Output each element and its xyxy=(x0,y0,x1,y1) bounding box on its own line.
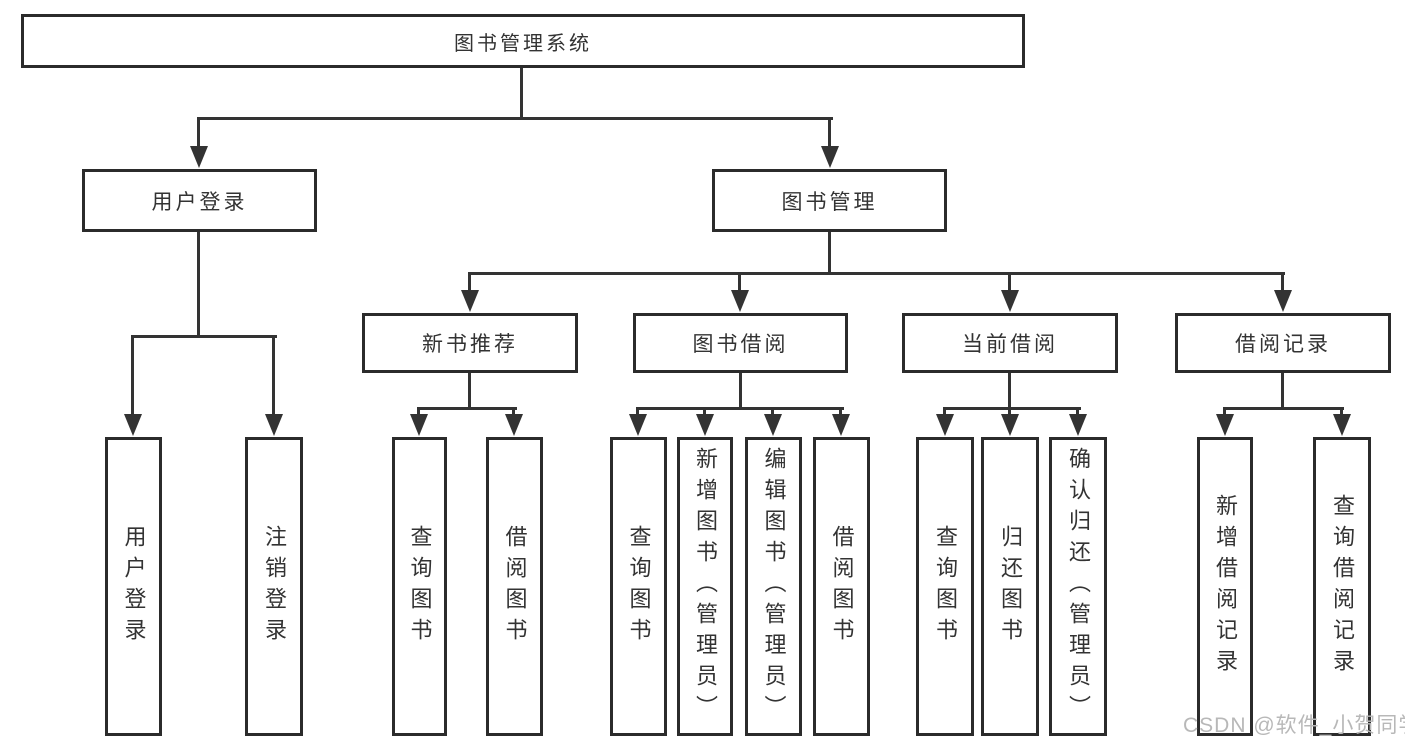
connector-cat2-vline xyxy=(739,373,742,410)
connector-cat3-hline xyxy=(943,407,1081,410)
arrowhead-cat3-child3 xyxy=(1069,407,1087,436)
connector-root-vline xyxy=(520,68,523,120)
connector-user-hline xyxy=(132,335,277,338)
arrowhead-cat2-child1 xyxy=(629,407,647,436)
connector-cat1-hline xyxy=(418,407,517,410)
connector-mgmt-vline xyxy=(828,232,831,275)
arrowhead-cat2-child3 xyxy=(764,407,782,436)
arrowhead-cat4-child1 xyxy=(1216,407,1234,436)
leaf-records-add-record: 新增借阅记录 xyxy=(1197,437,1253,736)
node-new-book-recommend: 新书推荐 xyxy=(362,313,578,373)
arrowhead-to-new-book-recommend xyxy=(461,272,479,312)
node-book-management: 图书管理 xyxy=(712,169,947,232)
connector-user-vline xyxy=(197,232,200,338)
node-book-borrow: 图书借阅 xyxy=(633,313,848,373)
leaf-records-query-record: 查询借阅记录 xyxy=(1313,437,1371,736)
connector-cat4-hline xyxy=(1223,407,1344,410)
arrowhead-to-leaf-user-login xyxy=(124,335,142,436)
node-root: 图书管理系统 xyxy=(21,14,1025,68)
leaf-logout: 注销登录 xyxy=(245,437,303,736)
leaf-borrow-edit-books-admin: 编辑图书（管理员） xyxy=(745,437,802,736)
leaf-recommend-query-books: 查询图书 xyxy=(392,437,447,736)
arrowhead-cat3-child2 xyxy=(1001,407,1019,436)
connector-cat3-vline xyxy=(1008,373,1011,410)
leaf-recommend-borrow-books: 借阅图书 xyxy=(486,437,543,736)
leaf-borrow-borrow-books: 借阅图书 xyxy=(813,437,870,736)
connector-mgmt-hline xyxy=(468,272,1285,275)
arrowhead-to-borrow-records xyxy=(1274,272,1292,312)
arrowhead-cat1-child2 xyxy=(505,407,523,436)
csdn-watermark: CSDN @软件_小贺同学 xyxy=(1183,714,1405,737)
arrowhead-to-user-login xyxy=(190,117,208,168)
node-borrow-records: 借阅记录 xyxy=(1175,313,1391,373)
leaf-user-login: 用户登录 xyxy=(105,437,162,736)
connector-cat1-vline xyxy=(468,373,471,410)
node-current-borrow: 当前借阅 xyxy=(902,313,1118,373)
arrowhead-cat1-child1 xyxy=(410,407,428,436)
arrowhead-cat2-child2 xyxy=(696,407,714,436)
leaf-current-query-books: 查询图书 xyxy=(916,437,974,736)
arrowhead-to-leaf-logout xyxy=(265,335,283,436)
leaf-current-confirm-return-admin: 确认归还（管理员） xyxy=(1049,437,1107,736)
arrowhead-to-current-borrow xyxy=(1001,272,1019,312)
leaf-borrow-query-books: 查询图书 xyxy=(610,437,667,736)
connector-root-hline xyxy=(197,117,833,120)
arrowhead-to-book-management xyxy=(821,117,839,168)
arrowhead-to-book-borrow xyxy=(731,272,749,312)
leaf-borrow-add-books-admin: 新增图书（管理员） xyxy=(677,437,733,736)
arrowhead-cat2-child4 xyxy=(832,407,850,436)
arrowhead-cat4-child2 xyxy=(1333,407,1351,436)
connector-cat4-vline xyxy=(1281,373,1284,410)
leaf-current-return-books: 归还图书 xyxy=(981,437,1039,736)
arrowhead-cat3-child1 xyxy=(936,407,954,436)
node-user-login: 用户登录 xyxy=(82,169,317,232)
connector-cat2-hline xyxy=(637,407,844,410)
